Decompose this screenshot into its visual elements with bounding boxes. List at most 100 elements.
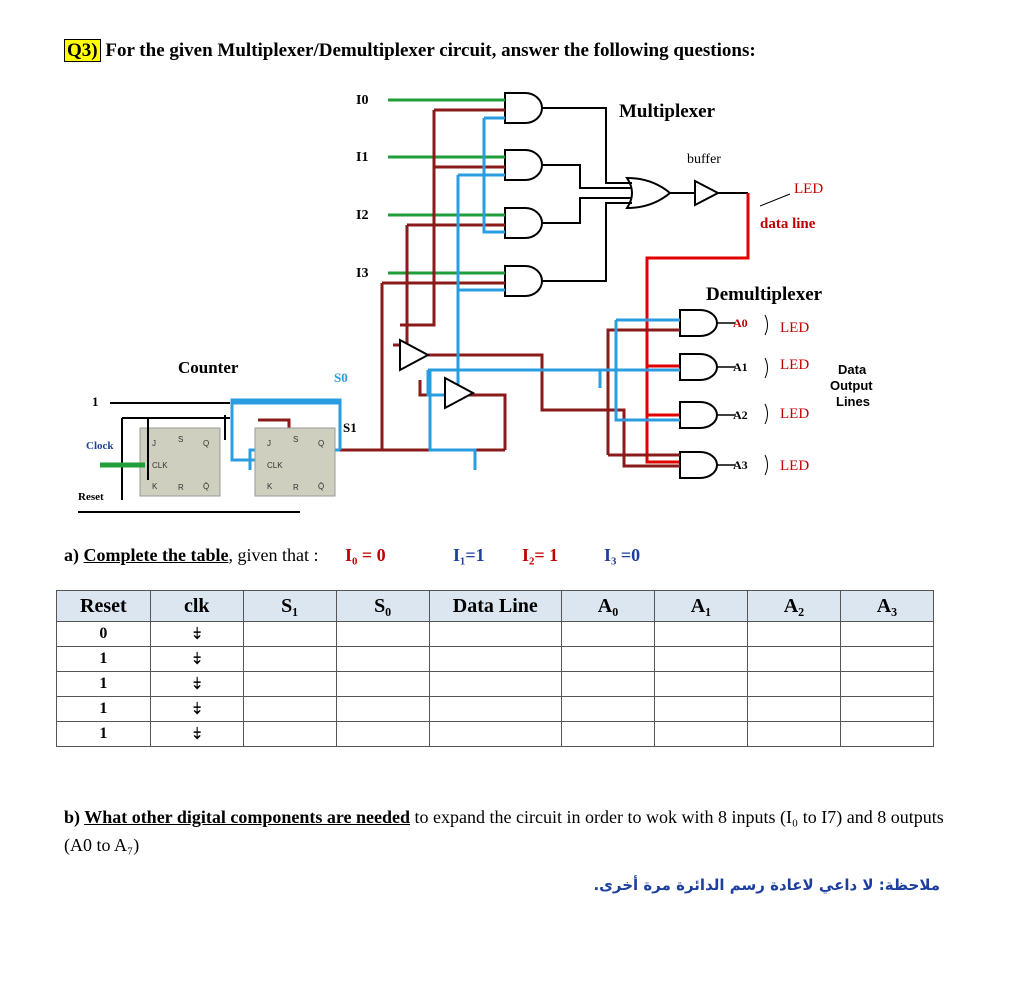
table-cell: 1 xyxy=(56,721,151,747)
part-b-prefix: b) xyxy=(64,807,85,827)
clk-edge-cell: ⤈ xyxy=(149,646,244,672)
ff1-r: R xyxy=(178,483,184,492)
table-cell[interactable] xyxy=(746,621,841,647)
table-cell[interactable] xyxy=(428,646,563,672)
table-cell[interactable] xyxy=(428,721,563,747)
table-cell[interactable] xyxy=(839,721,935,747)
label-led-a2: LED xyxy=(780,406,809,422)
label-buffer: buffer xyxy=(687,152,721,167)
table-cell[interactable] xyxy=(654,621,748,647)
table-header: S₁ xyxy=(242,590,337,622)
table-cell[interactable] xyxy=(242,646,337,672)
table-cell[interactable] xyxy=(746,646,841,672)
label-a3: A3 xyxy=(733,458,748,472)
label-led-a1: LED xyxy=(780,357,809,373)
part-a-suffix: , given that : xyxy=(228,545,319,565)
given-i3: I₃ =0 xyxy=(604,545,641,565)
question-text: For the given Multiplexer/Demultiplexer … xyxy=(105,40,756,61)
table-cell[interactable] xyxy=(561,671,655,697)
table-cell[interactable] xyxy=(428,696,563,722)
table-cell: 1 xyxy=(56,646,151,672)
label-one: 1 xyxy=(92,394,99,409)
table-cell[interactable] xyxy=(839,621,935,647)
table-cell[interactable] xyxy=(839,671,935,697)
table-cell[interactable] xyxy=(561,621,655,647)
ff1-s: S xyxy=(178,435,183,444)
table-cell[interactable] xyxy=(428,671,563,697)
table-cell[interactable] xyxy=(839,696,935,722)
table-cell[interactable] xyxy=(242,621,337,647)
table-cell[interactable] xyxy=(561,646,655,672)
label-s1: S1 xyxy=(343,420,357,435)
buffer-triangle xyxy=(694,179,721,207)
table-cell[interactable] xyxy=(746,696,841,722)
label-a1: A1 xyxy=(733,360,748,374)
table-header: A₁ xyxy=(654,590,748,622)
given-i1: I₁=1 xyxy=(453,545,485,565)
part-b-underlined: What other digital components are needed xyxy=(84,807,411,827)
table-row: 0⤈ xyxy=(56,621,935,647)
table-cell[interactable] xyxy=(654,721,748,747)
table-cell[interactable] xyxy=(746,671,841,697)
label-i1: I1 xyxy=(356,150,368,165)
label-led-a3: LED xyxy=(780,458,809,474)
table-cell[interactable] xyxy=(335,696,430,722)
table-cell[interactable] xyxy=(335,646,430,672)
question-title: Q3) For the given Multiplexer/Demultiple… xyxy=(64,39,756,62)
data-line-wire xyxy=(645,193,750,464)
counter-wires xyxy=(78,402,300,513)
table-cell[interactable] xyxy=(242,671,337,697)
table-cell: 1 xyxy=(56,696,151,722)
table-header: A₂ xyxy=(746,590,841,622)
table-cell[interactable] xyxy=(654,671,748,697)
select-wires-blue xyxy=(230,116,680,470)
clk-edge-cell: ⤈ xyxy=(149,671,244,697)
mux-and-gates xyxy=(504,92,543,297)
table-cell[interactable] xyxy=(335,621,430,647)
part-b-rest: to expand the circuit in order to wok wi… xyxy=(64,807,944,855)
table-cell[interactable] xyxy=(561,696,655,722)
table-cell: 1 xyxy=(56,671,151,697)
table-cell[interactable] xyxy=(561,721,655,747)
ff2-k: K xyxy=(267,482,273,491)
demux-and-gates xyxy=(679,309,718,479)
part-a-prompt: a) Complete the table, given that : xyxy=(64,545,318,566)
table-row: 1⤈ xyxy=(56,696,935,722)
table-header: Reset xyxy=(56,590,151,622)
flip-flop-1 xyxy=(139,427,221,497)
table-row: 1⤈ xyxy=(56,646,935,672)
table-cell[interactable] xyxy=(654,646,748,672)
part-b-prompt: b) What other digital components are nee… xyxy=(64,803,964,859)
table-cell: 0 xyxy=(56,621,151,647)
label-reset: Reset xyxy=(78,491,104,503)
table-row: 1⤈ xyxy=(56,671,935,697)
table-cell[interactable] xyxy=(428,621,563,647)
table-header: A₃ xyxy=(839,590,935,622)
label-s0: S0 xyxy=(334,370,348,385)
table-cell[interactable] xyxy=(839,646,935,672)
label-a0: A0 xyxy=(733,316,748,330)
ff2-q: Q xyxy=(318,439,324,448)
table-cell[interactable] xyxy=(746,721,841,747)
ff2-s: S xyxy=(293,435,298,444)
label-counter: Counter xyxy=(178,358,239,377)
table-cell[interactable] xyxy=(335,721,430,747)
given-i2: I₂= 1 xyxy=(522,545,559,565)
table-header: clk xyxy=(149,590,244,622)
label-i3: I3 xyxy=(356,266,368,281)
table-cell[interactable] xyxy=(654,696,748,722)
label-data-output-3: Lines xyxy=(836,394,870,409)
ff2-r: R xyxy=(293,483,299,492)
label-data-line: data line xyxy=(760,216,816,232)
label-a2: A2 xyxy=(733,408,748,422)
label-data-output-2: Output xyxy=(830,378,873,393)
table-cell[interactable] xyxy=(242,696,337,722)
table-cell[interactable] xyxy=(335,671,430,697)
flip-flop-2 xyxy=(254,427,336,497)
ff1-q: Q xyxy=(203,439,209,448)
table-cell[interactable] xyxy=(242,721,337,747)
table-header: A₀ xyxy=(561,590,655,622)
clk-edge-cell: ⤈ xyxy=(149,696,244,722)
ff1-k: K xyxy=(152,482,158,491)
table-header: Data Line xyxy=(428,590,563,622)
